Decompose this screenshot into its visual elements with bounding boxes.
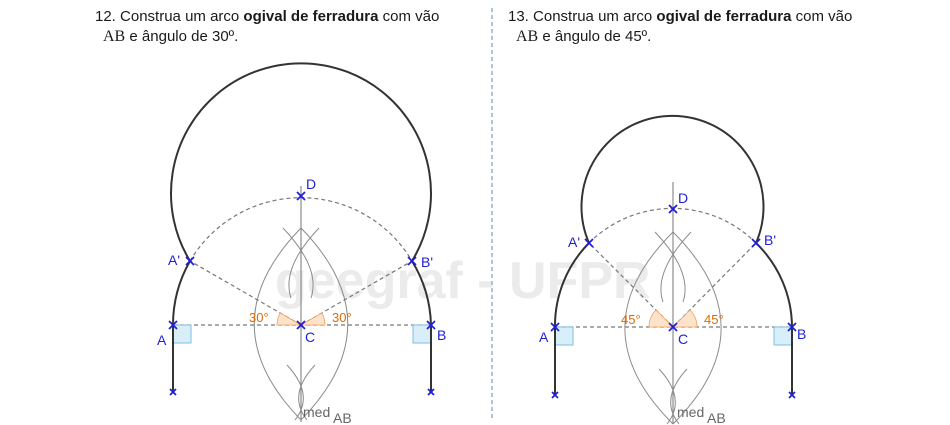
right-point-b-prime-label: B' xyxy=(764,232,776,248)
left-point-b-label: B xyxy=(437,327,446,343)
left-construction-arc-top xyxy=(189,197,413,262)
exercise-13-span-label: AB xyxy=(516,28,539,45)
right-angle-label-right: 45° xyxy=(704,312,724,327)
right-point-c-label: C xyxy=(678,331,688,347)
right-mediatrix-label: med xyxy=(677,404,704,420)
left-point-a-label: A xyxy=(157,332,167,348)
right-point-a-marker-stroke-b xyxy=(550,322,560,332)
left-point-b-marker xyxy=(426,320,436,330)
left-angle-label-right: 30° xyxy=(332,310,352,325)
right-construction-arc-lower-a xyxy=(658,368,676,425)
left-construction-arc-lower-b xyxy=(298,364,316,421)
left-point-b-prime-marker-stroke-b xyxy=(407,256,417,266)
left-point-a-marker xyxy=(168,320,178,330)
right-point-a-marker xyxy=(550,322,560,332)
left-point-d-marker-stroke-b xyxy=(296,191,306,201)
exercise-12-number: 12. xyxy=(95,8,116,25)
exercise-12-bold-term: ogival de ferradura xyxy=(243,8,379,25)
right-point-a-label: A xyxy=(539,329,549,345)
left-point-a-prime-label: A' xyxy=(168,252,180,268)
left-point-b-prime-marker xyxy=(407,256,417,266)
left-arch-foot-right-marker xyxy=(427,388,435,396)
exercise-12-angle-text: e ângulo de 30º. xyxy=(129,28,239,45)
exercise-12-prompt: 12. Construa um arco ogival de ferradura… xyxy=(95,7,439,47)
right-point-d-marker xyxy=(668,204,678,214)
left-angle-label-left: 30° xyxy=(249,310,269,325)
right-construction-arc-upper-b xyxy=(660,231,692,303)
left-point-d-label: D xyxy=(306,176,316,192)
exercise-13-text-before: Construa um arco xyxy=(533,8,653,25)
right-point-a-prime-marker xyxy=(584,238,594,248)
left-arch-foot-left-marker-stroke-b xyxy=(169,388,177,396)
exercise-12-span-label: AB xyxy=(103,28,126,45)
right-arch-foot-right-marker xyxy=(788,391,796,399)
exercise-13-line-1: 13. Construa um arco ogival de ferradura… xyxy=(508,7,852,27)
right-radius-b-prime xyxy=(672,242,757,328)
right-construction-lens-left xyxy=(624,231,674,425)
right-point-b-marker-stroke-b xyxy=(787,322,797,332)
right-point-b-prime-marker xyxy=(751,238,761,248)
right-construction-arc-upper-a xyxy=(654,231,686,303)
left-point-a-marker-stroke-b xyxy=(168,320,178,330)
right-point-c-marker-stroke-b xyxy=(668,322,678,332)
right-construction-lens-right xyxy=(672,231,722,425)
exercise-13-line-2: AB e ângulo de 45º. xyxy=(508,27,852,47)
left-angle-sector-left xyxy=(276,312,303,326)
left-construction-arc-upper-a xyxy=(282,227,314,299)
left-construction-arc-upper-b xyxy=(288,227,320,299)
left-mediatrix-label: med xyxy=(303,404,330,420)
exercise-13-prompt: 13. Construa um arco ogival de ferradura… xyxy=(508,7,852,47)
exercise-12-line-1: 12. Construa um arco ogival de ferradura… xyxy=(95,7,439,27)
exercise-13-number: 13. xyxy=(508,8,529,25)
right-construction-arc-lower-b xyxy=(670,368,688,425)
left-point-c-marker-stroke-b xyxy=(296,320,306,330)
right-point-b-prime-marker-stroke-b xyxy=(751,238,761,248)
right-point-a-prime-label: A' xyxy=(568,234,580,250)
right-arch-foot-left-marker xyxy=(551,391,559,399)
right-point-a-prime-marker-stroke-b xyxy=(584,238,594,248)
left-point-c-marker xyxy=(296,320,306,330)
left-point-c-label: C xyxy=(305,329,315,345)
right-point-b-marker xyxy=(787,322,797,332)
left-point-a-prime-marker xyxy=(185,256,195,266)
exercise-13-bold-term: ogival de ferradura xyxy=(656,8,792,25)
left-point-a-prime-marker-stroke-b xyxy=(185,256,195,266)
right-point-c-marker xyxy=(668,322,678,332)
watermark-text: geegraf - UFPR xyxy=(275,252,651,310)
right-mediatrix-subscript: AB xyxy=(707,410,726,425)
exercise-13-angle-text: e ângulo de 45º. xyxy=(542,28,652,45)
exercise-12-line-2: AB e ângulo de 30º. xyxy=(95,27,439,47)
left-point-b-prime-label: B' xyxy=(421,254,433,270)
left-angle-sector-right xyxy=(299,312,326,326)
right-point-d-label: D xyxy=(678,190,688,206)
left-point-d-marker xyxy=(296,191,306,201)
left-point-b-marker-stroke-b xyxy=(426,320,436,330)
right-angle-sector-right xyxy=(672,309,698,328)
exercise-12-text-before: Construa um arco xyxy=(120,8,240,25)
right-point-d-marker-stroke-b xyxy=(668,204,678,214)
left-construction-arc-lower-a xyxy=(286,364,304,421)
right-point-b-label: B xyxy=(797,326,806,342)
left-arch-foot-right-marker-stroke-b xyxy=(427,388,435,396)
right-radius-a-prime xyxy=(588,242,674,328)
exercise-13-text-after: com vão xyxy=(795,8,853,25)
exercise-12-text-after: com vão xyxy=(382,8,440,25)
right-arch-foot-left-marker-stroke-b xyxy=(551,391,559,399)
left-arch-foot-left-marker xyxy=(169,388,177,396)
right-angle-sector-left xyxy=(648,309,674,328)
left-horseshoe-arch xyxy=(170,62,432,392)
right-arch-foot-right-marker-stroke-b xyxy=(788,391,796,399)
left-construction-lens-left xyxy=(253,227,302,421)
right-angle-label-left: 45° xyxy=(621,312,641,327)
left-mediatrix-subscript: AB xyxy=(333,410,352,425)
left-construction-lens-right xyxy=(300,227,349,421)
